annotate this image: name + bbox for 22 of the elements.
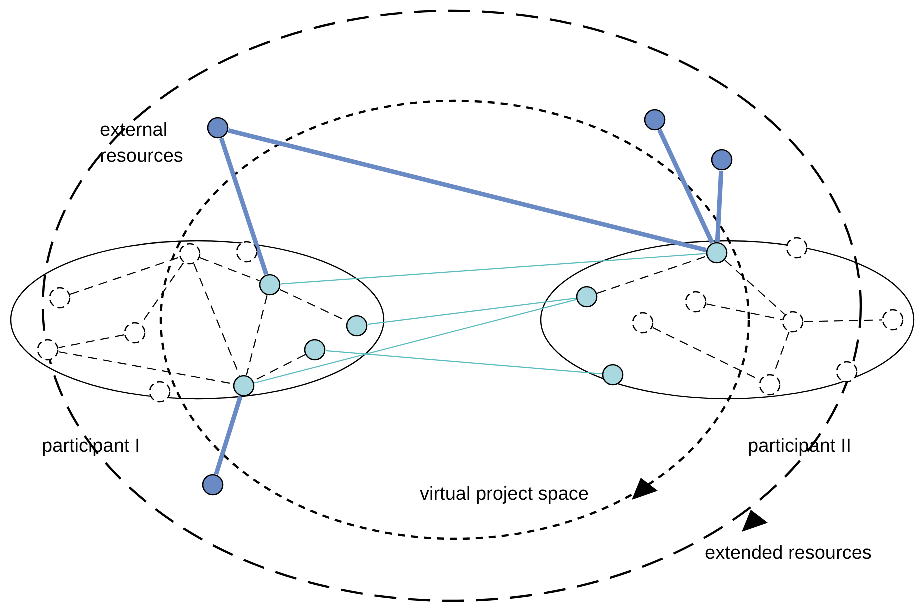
thick-line — [228, 128, 707, 252]
dashed-line — [70, 256, 180, 296]
dashed-line — [194, 264, 240, 376]
node-caption: external resources — [100, 119, 184, 169]
thick-line — [214, 396, 243, 476]
thick-line — [715, 170, 724, 242]
dashed-line — [200, 257, 260, 282]
connector-line — [280, 253, 706, 285]
dashed-line — [58, 334, 124, 348]
dashed-line — [804, 320, 882, 322]
thick-line — [219, 138, 269, 276]
area-label: extended resources — [705, 542, 872, 566]
thick-line — [658, 129, 714, 244]
dashed-line — [773, 332, 790, 375]
dashed-line — [706, 304, 782, 320]
connector-line — [254, 299, 577, 384]
dashed-line — [724, 260, 786, 315]
dashed-line — [597, 256, 707, 294]
area-label: virtual project space — [420, 483, 589, 507]
dashed-line — [246, 296, 268, 376]
connector-line — [368, 298, 576, 326]
connector-line — [326, 350, 602, 375]
